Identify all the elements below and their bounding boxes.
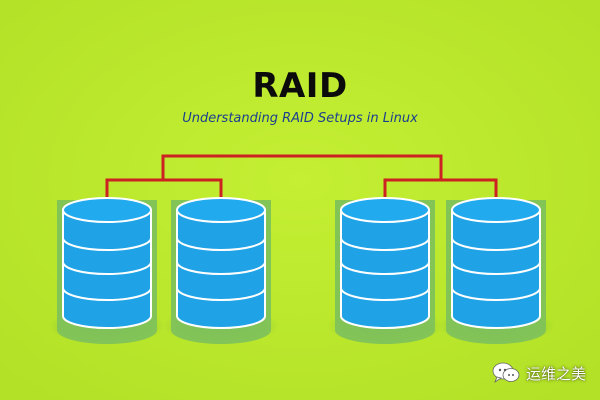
disk-ring [62,261,152,275]
disk-ring [340,261,430,275]
watermark: 运维之美 [492,362,586,384]
disk-body [451,209,541,329]
disk-ring [451,261,541,275]
watermark-text: 运维之美 [525,364,586,383]
disk-ring [451,287,541,301]
disk-ring [340,237,430,251]
disk-stack-3 [327,197,443,344]
disk-top [340,197,430,223]
disk-ring [62,287,152,301]
disk-body [340,209,430,329]
disk-ring [62,237,152,251]
disk-ring [176,261,266,275]
disk-ring [176,287,266,301]
raid-connectors [105,154,498,210]
page-title: RAID [252,66,348,106]
disk-body [62,209,152,329]
chat-bubbles-icon [492,362,520,384]
connector-left-pair [105,178,223,210]
disk-body [176,209,266,329]
disk-stack-1 [49,197,165,344]
connector-top-bracket [161,154,443,180]
disk-top [176,197,266,223]
connector-right-pair [383,178,498,210]
disk-top [62,197,152,223]
disk-stack-4 [438,197,554,344]
disk-ring [451,237,541,251]
disk-stack-2 [163,197,279,344]
disk-ring [176,237,266,251]
page-subtitle: Understanding RAID Setups in Linux [182,111,418,126]
disk-top [451,197,541,223]
disk-ring [340,287,430,301]
